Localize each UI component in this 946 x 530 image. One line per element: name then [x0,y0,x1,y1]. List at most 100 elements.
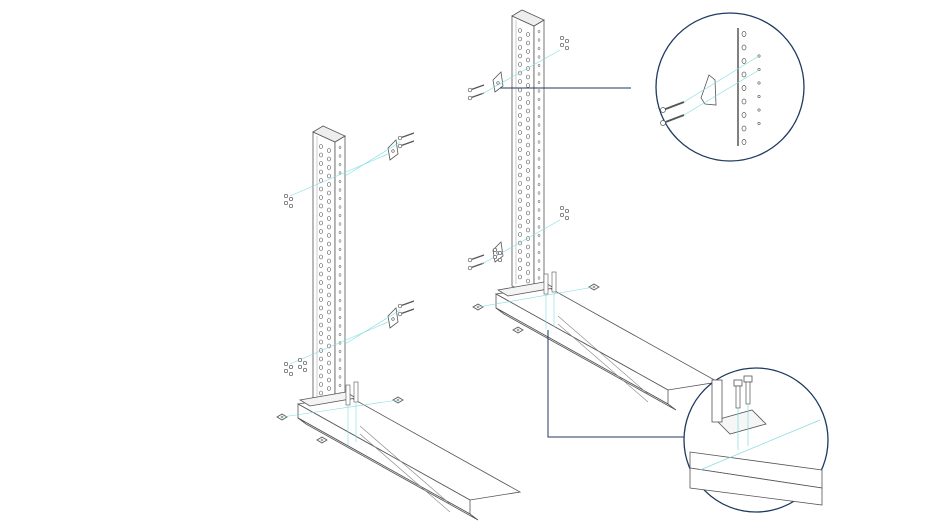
column-hole [526,159,530,165]
column-hole [319,373,323,379]
column-side-hole [537,63,541,68]
column-hole [526,253,530,258]
nut [497,257,503,263]
right-base-beam [494,281,720,411]
column-hole [319,322,323,328]
column-side-hole [338,222,342,226]
nut [497,250,503,256]
bolt-shaft [469,84,485,91]
detail-bolt [662,101,685,111]
detail-column-hole [741,112,747,118]
nut [559,212,565,218]
column-front-face [312,131,336,413]
column-hole [319,365,323,370]
column-side-hole [537,250,541,255]
nut [283,368,289,374]
column-hole [518,274,522,280]
bolt-shaft [399,140,415,147]
column-hole [526,176,530,182]
detail-column-hole [741,125,747,132]
hardware-parts [276,35,600,445]
anchor-bolt [345,384,351,406]
column-side-hole [338,239,342,243]
bracket-hole [391,149,395,153]
column-side-hole [537,208,541,212]
column-hole [319,390,323,396]
column-hole [526,261,530,267]
column-side-hole [537,46,541,51]
column-hole [319,169,323,175]
column-hole [518,130,522,135]
detail-callouts [500,12,829,513]
column-hole [327,275,331,281]
column-hole [526,210,530,216]
bolt-head [467,95,473,101]
nut [564,208,570,214]
detail-column [711,379,723,423]
column-hole [526,49,530,54]
column-side-hole [338,154,342,158]
bolt-shaft [399,300,415,307]
washer-plate [316,436,328,444]
bolt-shaft [399,132,415,139]
column-side-hole [338,264,342,269]
column-hole [526,278,530,284]
column-side-hole [537,276,541,280]
right-upright-column [511,9,545,297]
detail-side-hole [757,122,761,126]
nut [564,215,570,221]
column-hole [526,100,530,105]
column-side-hole [338,213,342,218]
column-side-hole [338,315,342,320]
column-hole [518,223,522,229]
column-hole [319,246,323,251]
column-hole [319,203,323,209]
column-hole [518,79,522,84]
detail-anchor-shaft [735,385,741,409]
column-hole [526,74,530,80]
column-hole [319,305,323,311]
bolt-head [467,87,473,93]
column-hole [518,36,522,42]
column-side-hole [537,182,541,187]
column-hole [319,348,323,353]
column-side-hole [537,216,541,221]
beam-detail-line [359,433,451,513]
detail-anchor-head [733,379,743,387]
column-side-hole [537,140,541,144]
detail-bolt-head [660,120,666,126]
column-side-hole [338,383,342,388]
guide-line [477,286,595,308]
nut [283,200,289,206]
column-hole [526,142,530,148]
column-side-hole [338,332,342,337]
column-hole [319,280,323,285]
column-hole [327,343,331,349]
detail-side-hole [757,54,761,58]
column-hole [319,331,323,336]
column-side-hole [338,358,342,362]
bracket-hole [391,317,395,321]
column-side-hole [537,89,541,93]
column-side-hole [537,106,541,110]
column-side-hole [338,196,342,201]
column-hole [518,155,522,161]
column-side-hole [338,290,342,294]
column-side-hole [537,242,541,246]
column-hole [518,164,522,169]
column-hole [327,233,331,238]
column-hole [518,249,522,254]
detail-column-hole [741,98,747,105]
beam-detail-line [359,425,451,505]
column-hole [327,216,331,221]
column-top [511,9,545,27]
column-hole [526,40,530,46]
column-side-hole [537,38,541,42]
column-side-hole [338,349,342,354]
column-hole [327,326,331,332]
column-hole [518,215,522,220]
beam-bottom-flange [495,307,677,411]
column-side-hole [537,267,541,272]
column-front-face [511,15,535,297]
column-side-hole [537,29,541,34]
